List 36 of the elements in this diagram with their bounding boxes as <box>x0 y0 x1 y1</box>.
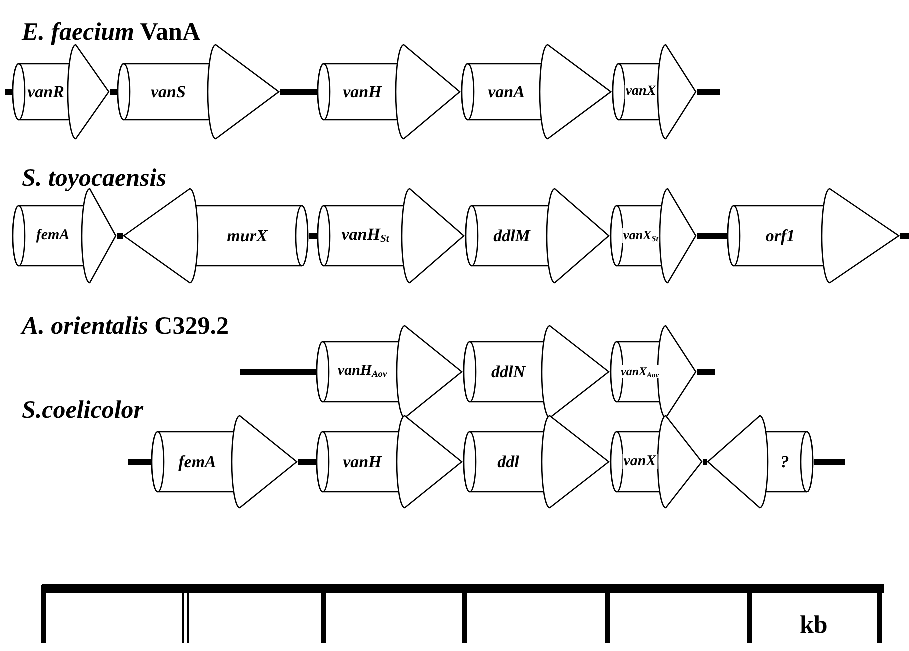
gene-label: ? <box>780 454 790 470</box>
dna-segment <box>117 233 123 239</box>
gene-label: femA <box>178 454 218 470</box>
dna-segment <box>5 89 12 95</box>
dna-segment <box>110 89 117 95</box>
gene-label: vanX$_{St}$ <box>622 228 660 244</box>
dna-segment <box>697 233 727 239</box>
dna-segment <box>697 89 720 95</box>
gene-label: vanX <box>622 454 658 470</box>
gene-label: vanA <box>487 84 526 100</box>
gene-label: vanH <box>342 454 383 470</box>
dna-segment <box>298 459 316 465</box>
gene-label: orf1 <box>764 228 796 244</box>
gene-label: femA <box>35 228 71 244</box>
dna-segment <box>900 233 909 239</box>
gene-label: murX <box>226 228 269 244</box>
unit-label: kb <box>800 613 828 638</box>
gene-label: ddlN <box>490 364 526 380</box>
organism-title: S. toyocaensis <box>22 166 166 191</box>
dna-segment <box>309 233 317 239</box>
organism-title: S.coelicolor <box>22 398 144 423</box>
organism-title: A. orientalis C329.2 <box>22 314 229 339</box>
gene-label: vanX <box>624 85 658 99</box>
dna-segment <box>703 459 707 465</box>
gene-label: vanH <box>342 84 383 100</box>
dna-segment <box>697 369 715 375</box>
organism-title: E. faecium VanA <box>22 20 201 45</box>
gene-label: vanH$_{Aov}$ <box>336 364 388 380</box>
dna-segment <box>128 459 151 465</box>
gene-label: vanS <box>150 84 187 100</box>
gene-label: vanR <box>26 84 66 100</box>
gene-label: ddlM <box>492 228 532 244</box>
dna-segment <box>240 369 316 375</box>
gene-label: ddl <box>496 454 520 470</box>
gene-label: vanX$_{Aov}$ <box>620 365 660 379</box>
dna-segment <box>280 89 317 95</box>
